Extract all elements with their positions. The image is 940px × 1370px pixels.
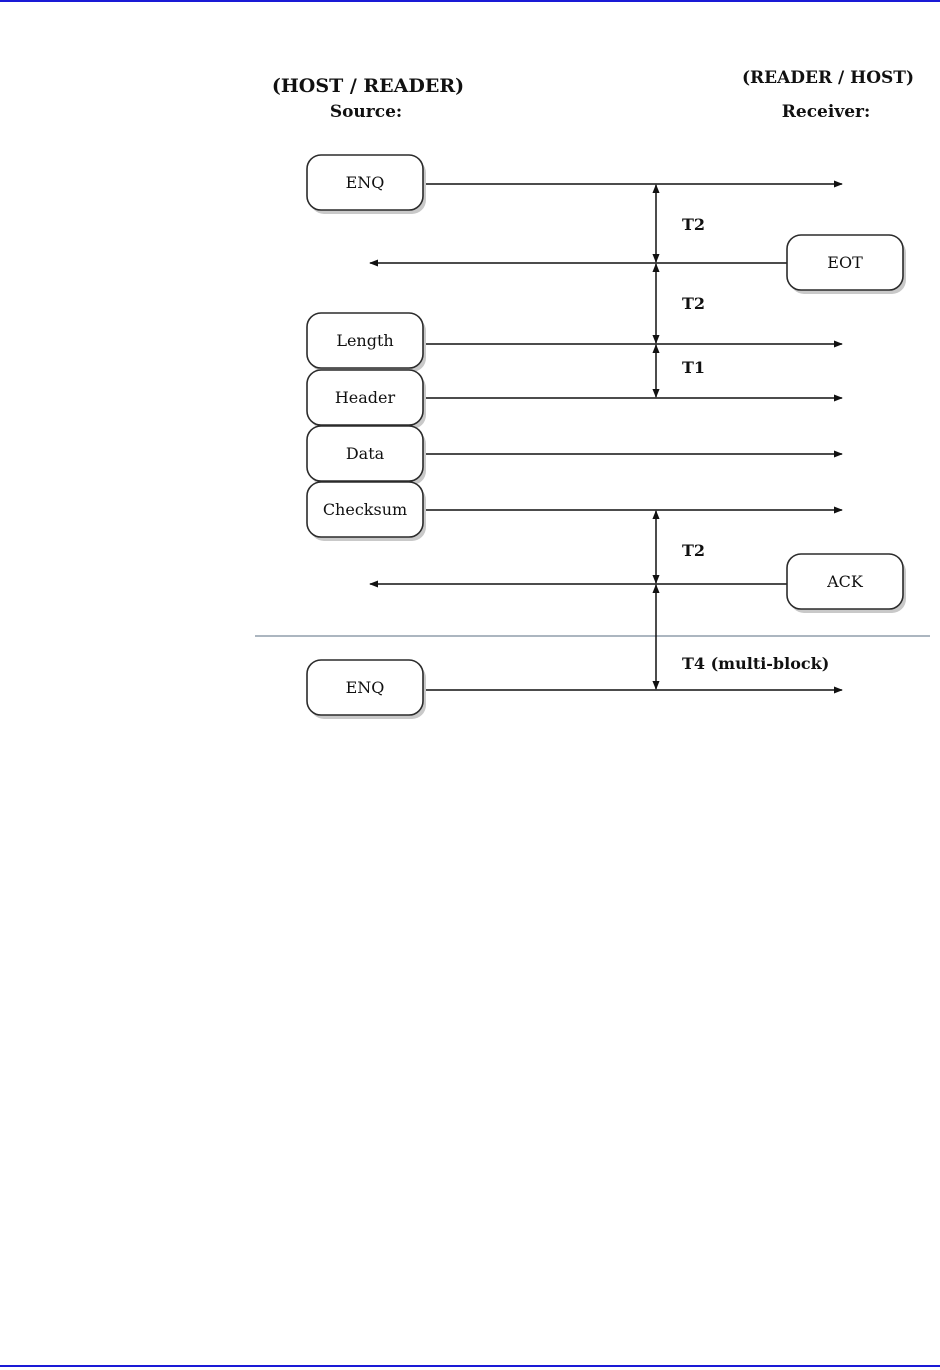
timer-t1-label: T1 (682, 358, 705, 377)
source-role-label: (HOST / READER) (272, 75, 464, 97)
eot-label: EOT (827, 253, 863, 272)
timer-t4-label: T4 (multi-block) (682, 654, 829, 673)
checksum-label: Checksum (323, 500, 407, 519)
header-label: Header (335, 388, 396, 407)
data-label: Data (346, 444, 385, 463)
enq-2-label: ENQ (346, 678, 385, 697)
receiver-role-label: (READER / HOST) (742, 68, 914, 88)
ack-label: ACK (826, 572, 864, 591)
ack-box: ACK (787, 554, 906, 613)
length-label: Length (336, 331, 393, 350)
length-box: Length (307, 313, 426, 372)
timer-t2-a-label: T2 (682, 215, 705, 234)
timer-t2-b-label: T2 (682, 294, 705, 313)
source-title-label: Source: (330, 102, 402, 122)
timer-t2-c-label: T2 (682, 541, 705, 560)
enq-1-label: ENQ (346, 173, 385, 192)
receiver-title-label: Receiver: (782, 102, 871, 122)
eot-box: EOT (787, 235, 906, 294)
enq-2-box: ENQ (307, 660, 426, 719)
data-box: Data (307, 426, 426, 485)
enq-1-box: ENQ (307, 155, 426, 214)
checksum-box: Checksum (307, 482, 426, 541)
header-box: Header (307, 370, 426, 429)
